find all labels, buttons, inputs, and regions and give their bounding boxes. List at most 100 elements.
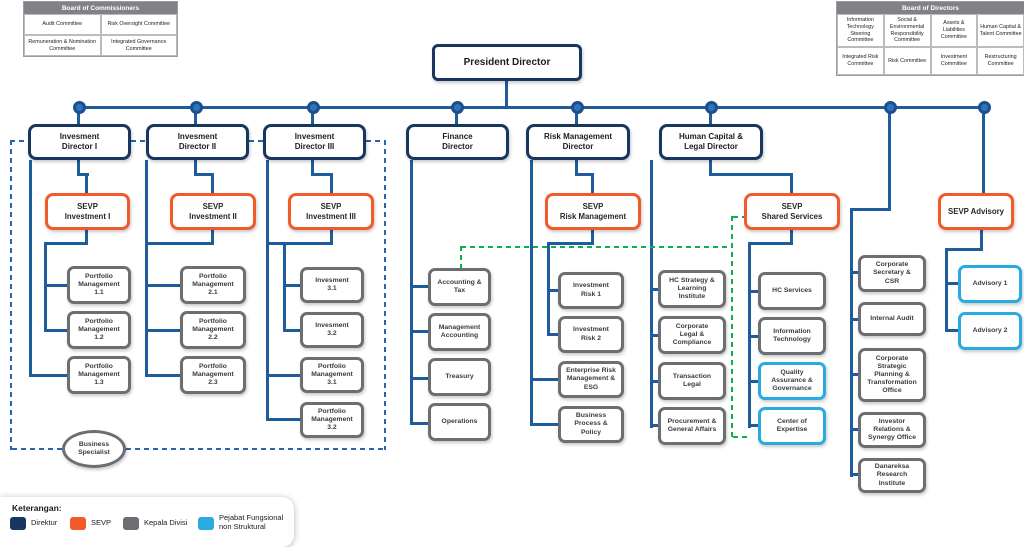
box-management-accounting: Management Accounting: [428, 313, 491, 351]
connector-line: [145, 329, 180, 332]
connector-line: [850, 428, 858, 431]
connector-line: [850, 373, 858, 376]
connector-line: [44, 242, 88, 245]
connector-line: [330, 173, 333, 193]
box-investment-risk-1: Investment Risk 1: [558, 272, 624, 309]
connector-line: [311, 160, 314, 176]
dashed-connector: [384, 140, 386, 450]
connector-line: [709, 173, 793, 176]
committee-cell: Investment Committee: [930, 47, 978, 75]
junction-dot: [451, 101, 464, 114]
connector-line: [575, 107, 578, 125]
box-portfolio-management-3-1: Portfolio Management 3.1: [300, 357, 364, 393]
box-operations: Operations: [428, 403, 491, 441]
connector-line: [530, 378, 558, 381]
connector-line: [266, 374, 300, 377]
green-dashed-connector: [731, 216, 733, 438]
box-advisory-1: Advisory 1: [958, 265, 1022, 303]
connector-line: [211, 230, 214, 244]
connector-line: [575, 173, 594, 176]
connector-line: [410, 422, 428, 425]
connector-line: [77, 107, 80, 125]
connector-line: [77, 160, 80, 176]
legend-title: Keterangan:: [12, 503, 62, 513]
connector-line: [650, 288, 658, 291]
legend-item-kepala-divisi: Kepala Divisi: [123, 513, 187, 533]
committee-cell: Risk Committee: [883, 47, 931, 75]
connector-line: [266, 418, 300, 421]
box-hc-services: HC Services: [758, 272, 826, 310]
connector-line: [790, 230, 793, 244]
committee-cell: Restructuring Committee: [977, 47, 1024, 75]
box-invesment-director-1: Invesment Director I: [28, 124, 131, 160]
box-sevp-shared-services: SEVP Shared Services: [744, 193, 840, 230]
connector-line: [980, 230, 983, 250]
connector-line: [283, 329, 300, 332]
dashed-connector: [366, 140, 385, 142]
box-president-director: President Director: [432, 44, 582, 81]
committee-cell: Risk Oversight Committee: [100, 14, 177, 35]
connector-line: [410, 160, 413, 424]
dashed-connector: [131, 140, 146, 142]
box-quality-assurance-governance: Quality Assurance & Governance: [758, 362, 826, 400]
box-investor-relations-synergy-office: Investor Relations & Synergy Office: [858, 412, 926, 448]
connector-line: [79, 106, 985, 109]
box-portfolio-management-1-2: Portfolio Management 1.2: [67, 311, 131, 349]
box-accounting-tax: Accounting & Tax: [428, 268, 491, 306]
junction-dot: [307, 101, 320, 114]
box-portfolio-management-1-3: Portfolio Management 1.3: [67, 356, 131, 394]
connector-line: [650, 424, 658, 427]
box-procurement-general-affairs: Procurement & General Affairs: [658, 407, 726, 445]
committee-cell: Integrated Risk Committee: [837, 47, 884, 75]
legend: Keterangan: Direktur SEVP Kepala Divisi …: [0, 497, 294, 547]
junction-dot: [884, 101, 897, 114]
legend-item-pejabat-fungsional: Pejabat Fungsional non Struktural: [198, 513, 283, 533]
connector-line: [945, 248, 948, 332]
connector-line: [530, 160, 533, 425]
connector-line: [505, 81, 508, 107]
connector-line: [575, 160, 578, 176]
connector-line: [748, 290, 758, 293]
connector-line: [145, 242, 214, 245]
legend-label: Kepala Divisi: [144, 517, 188, 527]
connector-line: [283, 242, 286, 332]
connector-line: [945, 282, 958, 285]
connector-line: [709, 107, 712, 125]
box-portfolio-management-1-1: Portfolio Management 1.1: [67, 266, 131, 304]
committee-cell: Human Capital & Talent Committee: [977, 14, 1024, 47]
connector-line: [410, 285, 428, 288]
box-hc-legal-director: Human Capital & Legal Director: [659, 124, 763, 160]
connector-line: [982, 107, 985, 194]
connector-line: [888, 107, 891, 211]
legend-label: SEVP: [91, 517, 112, 527]
legend-swatch-3: [198, 516, 214, 530]
green-dashed-connector: [733, 436, 749, 438]
connector-line: [455, 107, 458, 125]
committee-cell: Information Technology Steering Committe…: [837, 14, 884, 47]
legend-swatch-2: [123, 516, 139, 530]
connector-line: [850, 208, 891, 211]
connector-line: [850, 318, 858, 321]
connector-line: [850, 208, 853, 477]
connector-line: [709, 160, 712, 176]
connector-line: [145, 374, 180, 377]
junction-dot: [73, 101, 86, 114]
box-corporate-legal-compliance: Corporate Legal & Compliance: [658, 316, 726, 354]
box-transaction-legal: Transaction Legal: [658, 362, 726, 400]
connector-line: [748, 242, 793, 245]
legend-swatch-0: [10, 516, 26, 530]
green-dashed-connector: [461, 246, 732, 248]
connector-line: [77, 173, 89, 176]
table-title: Board of Directors: [837, 2, 1024, 14]
box-investment-risk-2: Investment Risk 2: [558, 316, 624, 353]
box-corporate-strategic-planning-transformation-office: Corporate Strategic Planning & Transform…: [858, 348, 926, 402]
connector-line: [410, 330, 428, 333]
connector-line: [850, 473, 858, 476]
connector-line: [194, 173, 214, 176]
connector-line: [85, 230, 88, 244]
dashed-connector: [249, 140, 263, 142]
box-business-process-policy: Business Process & Policy: [558, 406, 624, 443]
connector-line: [311, 173, 333, 176]
connector-line: [547, 289, 558, 292]
